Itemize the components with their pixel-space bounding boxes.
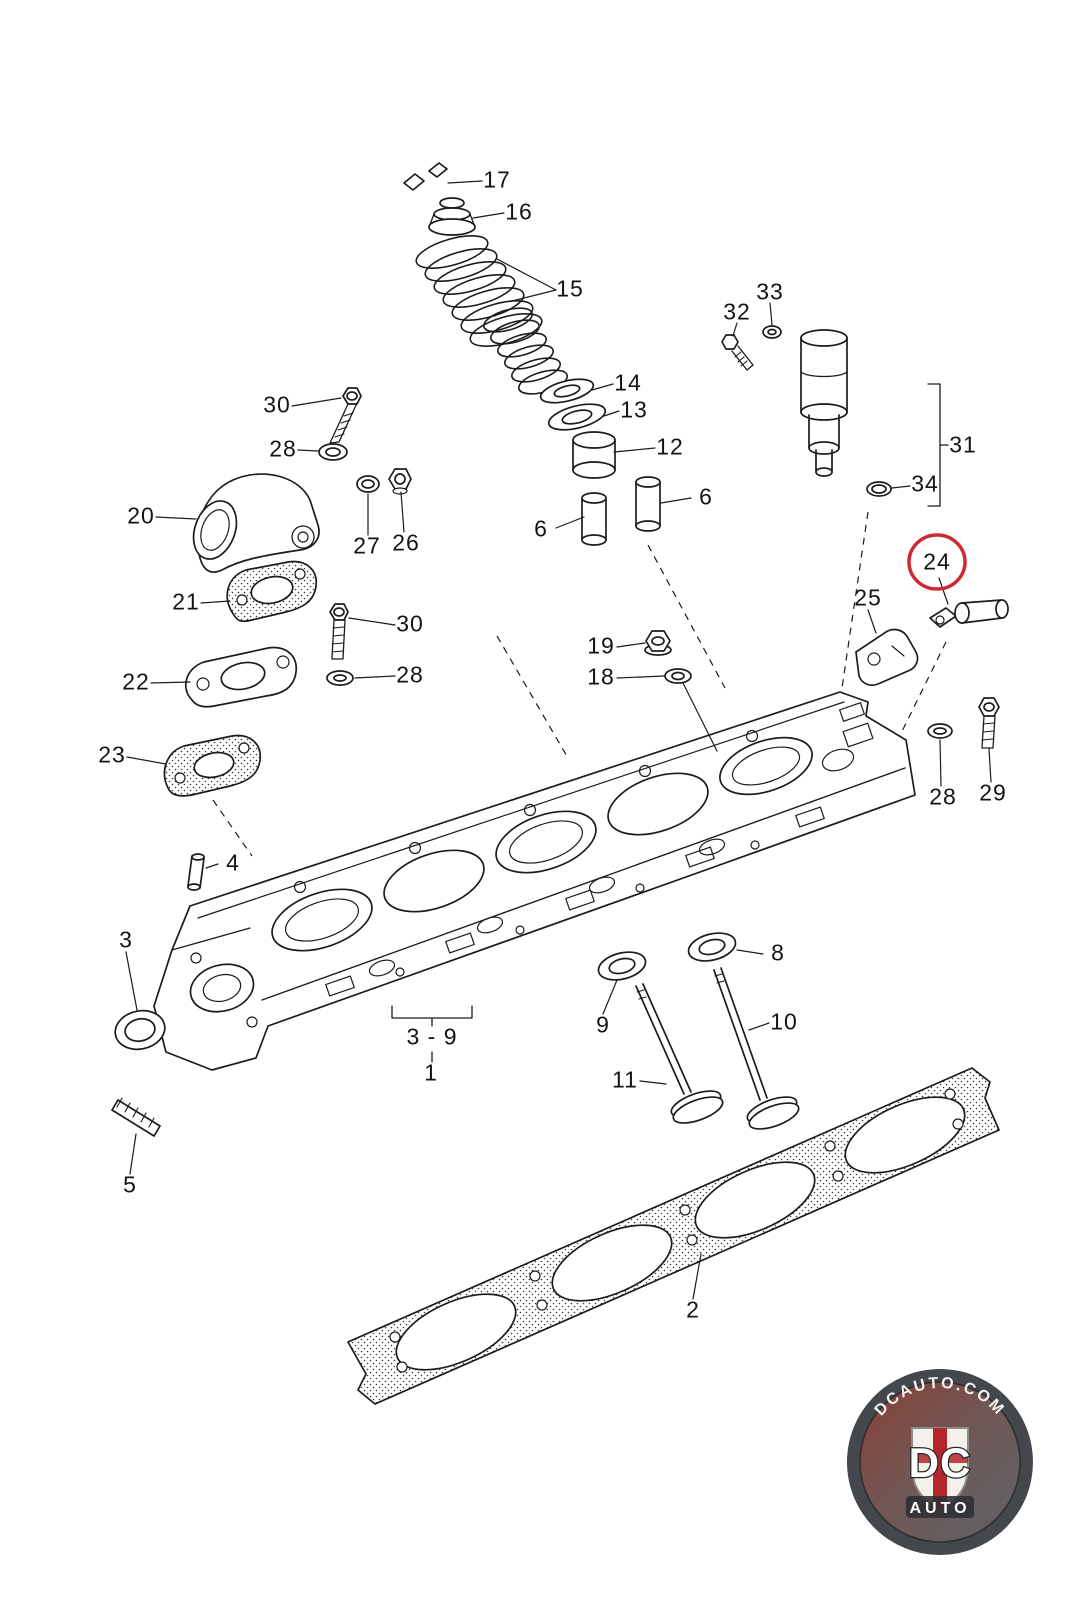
spring-seat-art <box>539 378 607 431</box>
bracket-3-9 <box>391 1005 473 1063</box>
washer-33-art <box>762 325 782 339</box>
dcauto-logo: DCAUTO.COM DC AUTO <box>847 1369 1033 1555</box>
valve-seal-9-art <box>597 951 647 981</box>
o-ring-34-art <box>866 481 892 497</box>
flange-22-art <box>184 646 297 708</box>
tappet-art <box>572 431 616 479</box>
spring-retainer-art <box>428 197 476 236</box>
washer-28-right-art <box>927 723 953 739</box>
logo-initials-text: DC <box>909 1439 972 1486</box>
pin-4-art <box>187 853 205 891</box>
washer-18-art <box>664 668 692 684</box>
valve-keepers-art <box>403 162 448 191</box>
bolt-30-mid-art <box>329 603 349 660</box>
assembly-dashed-lines <box>212 511 947 857</box>
washer-28-mid-art <box>326 670 354 686</box>
coolant-elbow-art <box>192 473 320 573</box>
cylinder-head-art <box>153 691 916 1071</box>
valve-10-art <box>713 967 800 1130</box>
nut-26-art <box>388 468 412 495</box>
bolt-32-art <box>721 334 754 371</box>
nut-19-art <box>644 630 672 656</box>
valve-seal-8-art <box>687 932 737 962</box>
leader-lines <box>125 180 992 1300</box>
bolt-29-art <box>978 697 1000 749</box>
head-gasket-art <box>347 1067 1000 1405</box>
bracket-31 <box>927 383 949 507</box>
gasket-23-art <box>163 734 261 797</box>
bolt-30-upper-art <box>329 387 362 444</box>
gasket-21-art <box>226 560 317 623</box>
valve-11-art <box>635 983 724 1124</box>
valve-spring-art <box>415 235 568 395</box>
part-24-art <box>929 599 1009 628</box>
tensioner-art <box>800 329 848 477</box>
stud-5-art <box>111 1097 161 1137</box>
seal-ring-3-art <box>114 1009 166 1051</box>
seal-27-art <box>356 475 380 493</box>
bracket-25-art <box>855 628 919 686</box>
valve-guides-art <box>581 476 661 546</box>
highlight-circle-24 <box>907 533 967 591</box>
washer-28-upper-art <box>318 443 348 461</box>
logo-name-text: AUTO <box>909 1500 970 1517</box>
